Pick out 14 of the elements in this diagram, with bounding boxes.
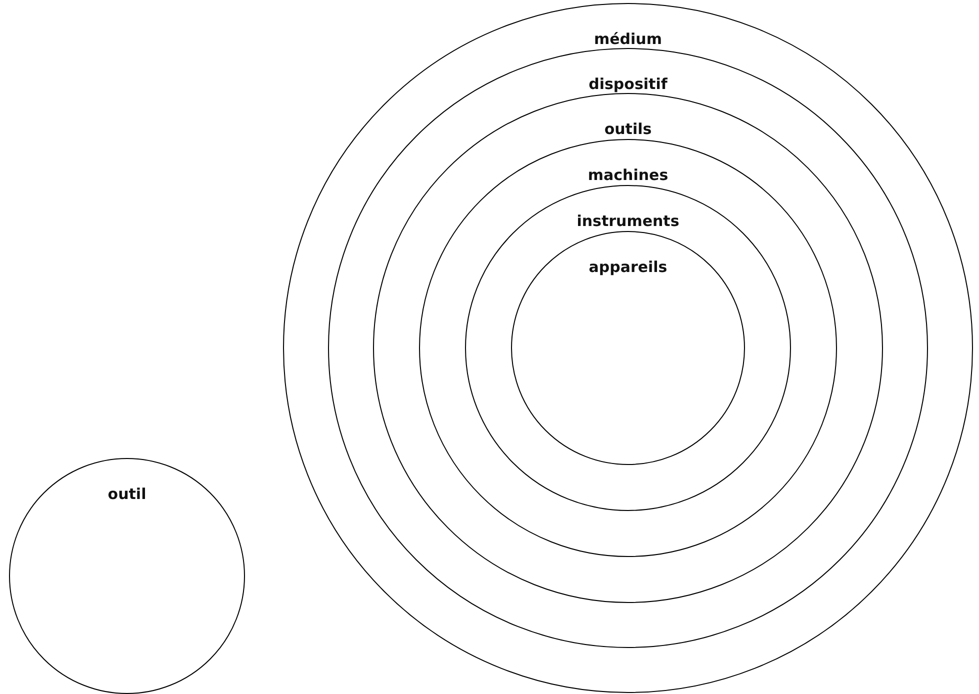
circle-label: appareils bbox=[588, 258, 668, 276]
circle-label: médium bbox=[594, 30, 662, 48]
circle bbox=[511, 231, 745, 465]
circle-label: machines bbox=[588, 166, 668, 184]
circle bbox=[419, 139, 837, 557]
circle bbox=[465, 185, 791, 511]
circle bbox=[328, 48, 928, 648]
circle-label: outils bbox=[604, 120, 652, 138]
circle bbox=[373, 93, 883, 603]
circle bbox=[283, 3, 973, 693]
circle bbox=[9, 458, 245, 694]
circle-label: instruments bbox=[576, 212, 680, 230]
circle-label: outil bbox=[108, 485, 146, 503]
circle-label: dispositif bbox=[588, 75, 668, 93]
